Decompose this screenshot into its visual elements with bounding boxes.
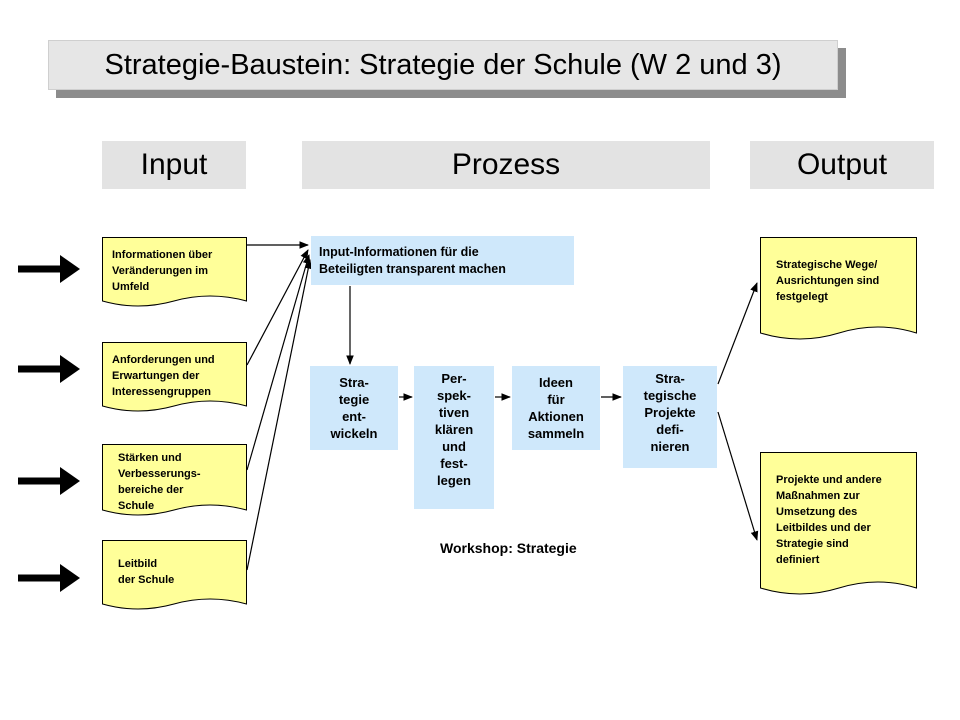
input-document-text: Stärken und Verbesserungs- bereiche der …: [118, 452, 201, 512]
process-step-clarify-perspectives: Per- spek- tiven klären und fest- legen: [414, 366, 494, 509]
connector-input-2: [246, 249, 309, 366]
output-document-2: Projekte und andere Maßnahmen zur Umsetz…: [760, 452, 917, 598]
connector-input-3: [246, 254, 311, 471]
output-document-text: Strategische Wege/ Ausrichtungen sind fe…: [776, 259, 880, 303]
workshop-label: Workshop: Strategie: [440, 540, 577, 556]
input-document-text: Informationen über Veränderungen im Umfe…: [112, 249, 213, 293]
page-title: Strategie-Baustein: Strategie der Schule…: [48, 40, 838, 90]
process-step-develop-strategy: Stra- tegie ent- wickeln: [310, 366, 398, 450]
output-document-1: Strategische Wege/ Ausrichtungen sind fe…: [760, 237, 917, 343]
connector-output-1: [717, 282, 758, 385]
section-header-input: Input: [102, 141, 246, 189]
section-header-output: Output: [750, 141, 934, 189]
input-arrow-2: [18, 355, 80, 383]
section-header-process: Prozess: [302, 141, 710, 189]
process-step-define-projects: Stra- tegische Projekte defi- nieren: [623, 366, 717, 468]
input-document-1: Informationen über Veränderungen im Umfe…: [102, 237, 247, 307]
input-document-text: Anforderungen und Erwartungen der Intere…: [112, 354, 215, 398]
input-document-2: Anforderungen und Erwartungen der Intere…: [102, 342, 247, 412]
input-arrow-4: [18, 564, 80, 592]
connector-output-2: [717, 411, 759, 541]
input-document-4: Leitbild der Schule: [102, 540, 247, 610]
input-document-text: Leitbild der Schule: [118, 558, 175, 586]
input-arrow-3: [18, 467, 80, 495]
input-arrow-1: [18, 255, 80, 283]
input-document-3: Stärken und Verbesserungs- bereiche der …: [102, 444, 247, 516]
process-step-collect-ideas: Ideen für Aktionen sammeln: [512, 366, 600, 450]
connector-input-4: [246, 259, 313, 571]
process-input-info-box: Input-Informationen für die Beteiligten …: [311, 236, 574, 285]
output-document-text: Projekte und andere Maßnahmen zur Umsetz…: [776, 474, 882, 566]
